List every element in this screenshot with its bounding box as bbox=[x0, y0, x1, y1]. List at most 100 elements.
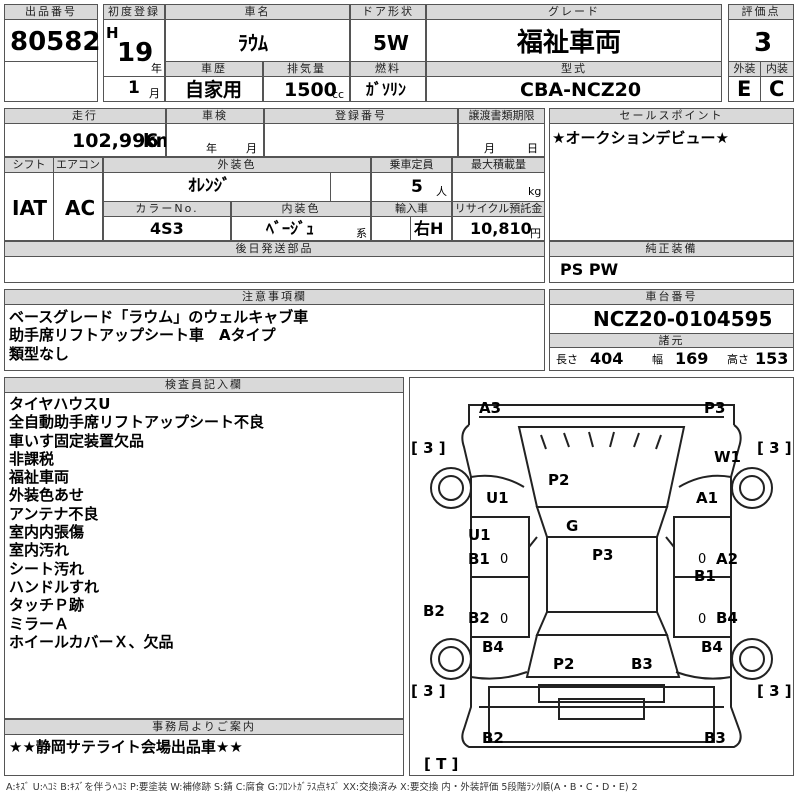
diagram-label: B4 bbox=[482, 638, 504, 656]
reg-no-cell bbox=[264, 123, 458, 157]
car-name: ﾗｳﾑ bbox=[238, 31, 268, 55]
lot-no-cell bbox=[4, 19, 98, 62]
history-header: 車歴 bbox=[165, 61, 263, 77]
interior-header: 内装 bbox=[760, 61, 794, 77]
notes-line: 助手席リフトアップシート車 Aタイプ bbox=[9, 326, 276, 345]
diagram-label: B4 bbox=[701, 638, 723, 656]
dimensions-header: 諸元 bbox=[549, 333, 794, 348]
recycle-unit: 円 bbox=[530, 227, 541, 240]
recycle-cell bbox=[452, 216, 545, 241]
recycle-header: リサイクル預託金 bbox=[452, 201, 545, 217]
color-no: 4S3 bbox=[150, 219, 184, 238]
diagram-tire-label: [ 3 ] bbox=[757, 439, 792, 457]
model-code: CBA-NCZ20 bbox=[520, 79, 642, 101]
month-cell bbox=[103, 76, 165, 102]
first-reg-cell bbox=[103, 19, 165, 77]
notes-header: 注意事項欄 bbox=[4, 289, 545, 305]
diagram-label: A2 bbox=[716, 550, 739, 568]
length: 404 bbox=[590, 349, 624, 368]
diagram-label: B1 bbox=[468, 550, 490, 568]
capacity: 5 bbox=[411, 177, 423, 197]
genuine-equipment: PS PW bbox=[560, 260, 619, 279]
score-header: 評価点 bbox=[728, 4, 794, 20]
diagram-label: P2 bbox=[548, 471, 570, 489]
inspector-note: アンテナ不良 bbox=[9, 504, 99, 523]
width: 169 bbox=[675, 349, 709, 368]
import-type: 右H bbox=[414, 219, 444, 238]
grade-header: グレード bbox=[426, 4, 722, 20]
inspector-notes-cell bbox=[4, 392, 404, 719]
legend: A:ｷｽﾞ U:ﾍｺﾐ B:ｷｽﾞを伴うﾍｺﾐ P:要塗装 W:補修跡 S:錆 … bbox=[6, 782, 638, 793]
inspector-note: 福祉車両 bbox=[9, 468, 70, 487]
shift-header: シフト bbox=[4, 157, 54, 173]
transfer-deadline-cell bbox=[458, 123, 545, 157]
diagram-label: G bbox=[566, 517, 579, 535]
shift-cell bbox=[4, 172, 54, 241]
displacement-unit: cc bbox=[332, 88, 345, 101]
max-load-header: 最大積載量 bbox=[452, 157, 545, 173]
capacity-header: 乗車定員 bbox=[371, 157, 452, 173]
import-sub bbox=[371, 216, 411, 241]
diagram-tire-label: [ 3 ] bbox=[411, 439, 446, 457]
inspector-note: シート汚れ bbox=[9, 559, 85, 578]
diagram-label: A3 bbox=[479, 399, 502, 417]
inspector-note: ハンドルすれ bbox=[9, 577, 100, 596]
office-notice-cell bbox=[4, 734, 404, 776]
int-color-header: 内装色 bbox=[231, 201, 371, 217]
inspection-year-unit: 年 bbox=[206, 142, 217, 155]
fuel-cell bbox=[350, 76, 426, 102]
inspector-note: 室内内張傷 bbox=[9, 523, 85, 542]
diagram-label: B2 bbox=[468, 609, 490, 627]
aircon-header: エアコン bbox=[53, 157, 103, 173]
color-no-header: カラーNo. bbox=[103, 201, 231, 217]
displacement-header: 排気量 bbox=[263, 61, 350, 77]
inspection-month-unit: 月 bbox=[246, 142, 257, 155]
diagram-label: 0 bbox=[698, 552, 707, 567]
chassis-no-header: 車台番号 bbox=[549, 289, 794, 305]
diagram-label: B2 bbox=[482, 729, 504, 747]
car-name-cell bbox=[165, 19, 350, 62]
inspector-note: ミラーＡ bbox=[9, 614, 70, 633]
later-parts-cell bbox=[4, 256, 545, 283]
inspector-note: ホイールカバーＸ、欠品 bbox=[9, 632, 174, 651]
notes-list: ベースグレード「ラウム」のウェルキャブ車 助手席リフトアップシート車 Aタイプ … bbox=[9, 308, 308, 363]
diagram-label: 0 bbox=[500, 612, 509, 627]
inspector-notes-list: タイヤハウスU 全自動助手席リフトアップシート不良 車いす固定装置欠品 非課税 … bbox=[9, 395, 264, 651]
mileage-header: 走行 bbox=[4, 108, 166, 124]
door-type-header: ドア形状 bbox=[350, 4, 426, 20]
score-cell bbox=[728, 19, 794, 62]
chassis-no-cell bbox=[549, 304, 794, 334]
score: 3 bbox=[754, 28, 773, 58]
mileage: 102,996 bbox=[72, 130, 159, 152]
diagram-label: P3 bbox=[704, 399, 726, 417]
diagram-label: 0 bbox=[698, 612, 707, 627]
door-type: 5W bbox=[373, 31, 409, 55]
car-name-header: 車名 bbox=[165, 4, 350, 20]
genuine-equipment-cell bbox=[549, 256, 794, 283]
int-color: ﾍﾞｰｼﾞｭ bbox=[266, 219, 315, 238]
diagram-label: B4 bbox=[716, 609, 738, 627]
transfer-month-unit: 月 bbox=[484, 142, 495, 155]
chassis-no: NCZ20-0104595 bbox=[593, 307, 773, 331]
transfer-day-unit: 日 bbox=[527, 142, 538, 155]
exterior-grade: E bbox=[737, 77, 752, 101]
shift: IAT bbox=[12, 196, 48, 220]
inspector-note: 全自動助手席リフトアップシート不良 bbox=[9, 413, 265, 432]
reg-no-header: 登録番号 bbox=[264, 108, 458, 124]
import-header: 輸入車 bbox=[371, 201, 452, 217]
history: 自家用 bbox=[185, 79, 243, 101]
notes-cell bbox=[4, 304, 545, 371]
aircon: AC bbox=[65, 196, 96, 220]
notes-line: ベースグレード「ラウム」のウェルキャブ車 bbox=[9, 308, 309, 326]
car-diagram bbox=[430, 404, 773, 748]
diagram-label: [ T ] bbox=[424, 755, 459, 773]
inspection-header: 車検 bbox=[166, 108, 264, 124]
diagram-tire-label: [ 3 ] bbox=[757, 682, 792, 700]
model-code-cell bbox=[426, 76, 722, 102]
sales-point-cell bbox=[549, 123, 794, 241]
diagram-label: P2 bbox=[553, 655, 575, 673]
diagram-label: B2 bbox=[423, 602, 445, 620]
color-no-cell bbox=[103, 216, 231, 241]
inspection-cell bbox=[166, 123, 264, 157]
interior-grade: C bbox=[769, 77, 785, 101]
